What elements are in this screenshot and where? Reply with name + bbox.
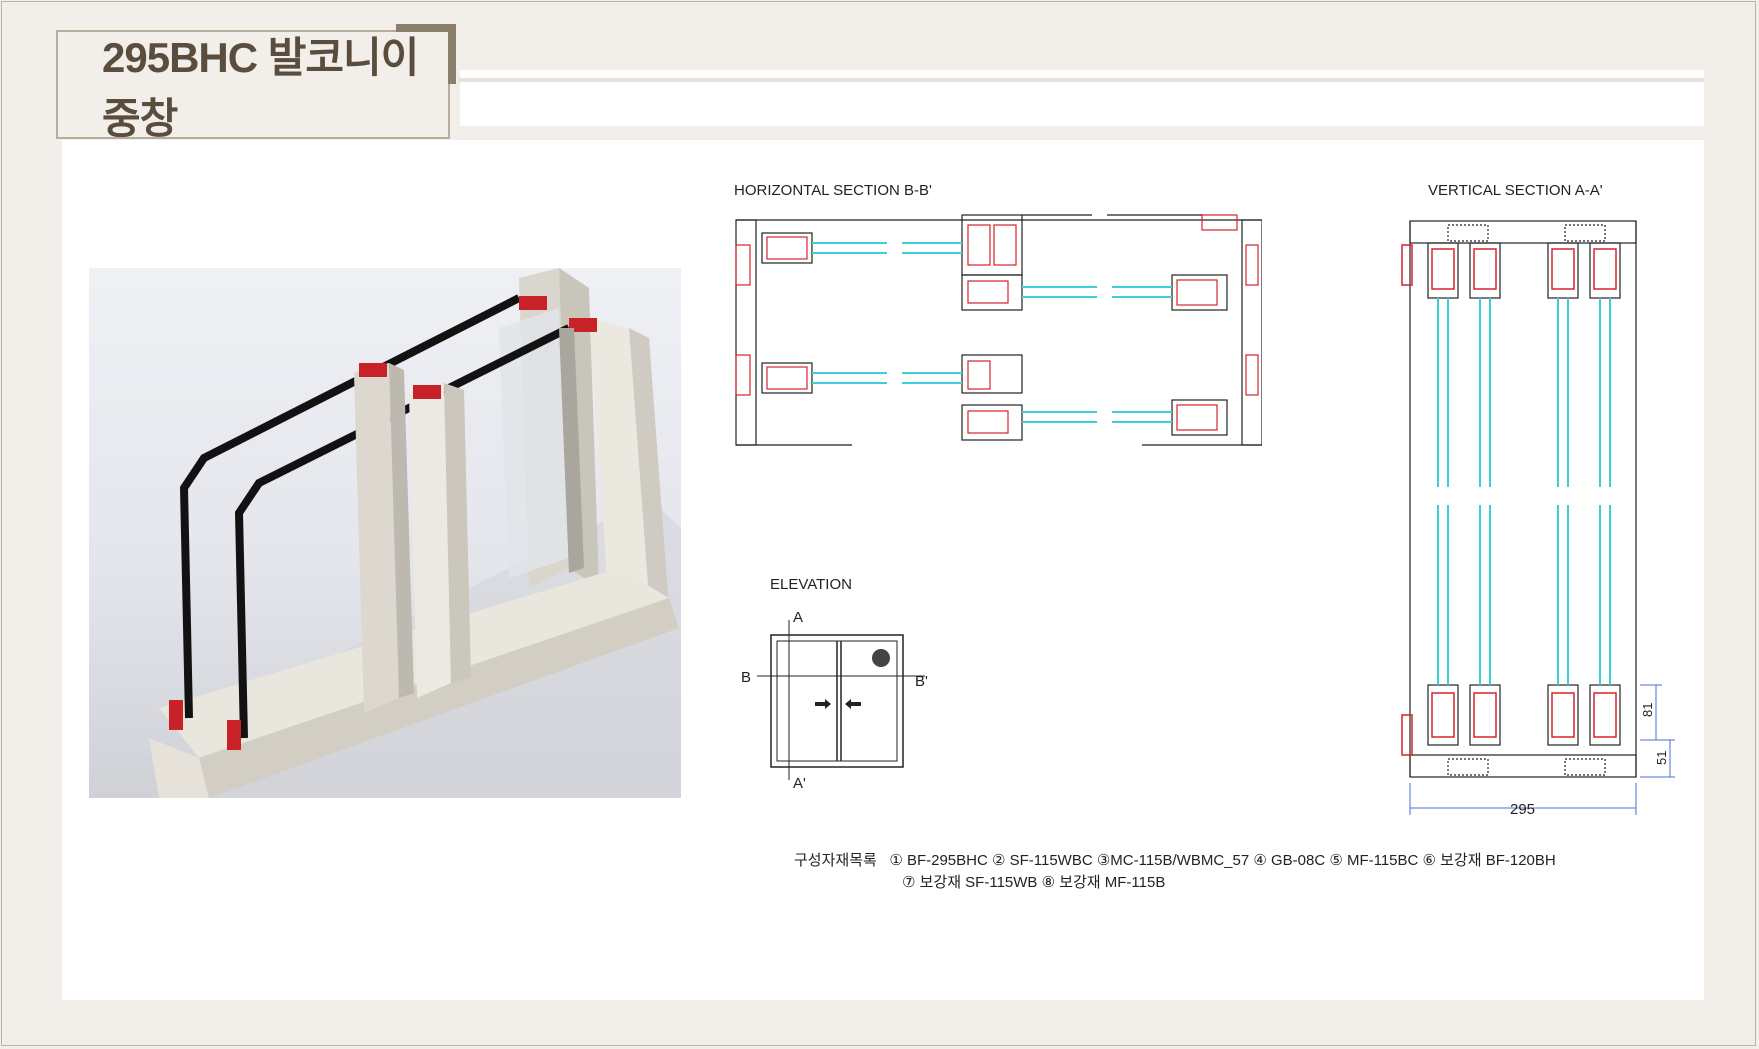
- page-title: 295BHC 발코니이중창: [102, 33, 419, 142]
- product-render: [89, 268, 681, 798]
- vertical-section-title: VERTICAL SECTION A-A': [1428, 182, 1603, 199]
- title-box: 295BHC 발코니이중창: [56, 24, 456, 142]
- elevation-drawing: A A' B B': [741, 609, 928, 792]
- horizontal-section-title: HORIZONTAL SECTION B-B': [734, 182, 932, 199]
- marker-b: B: [741, 669, 751, 686]
- parts-row-1: 구성자재목록 ① BF-295BHC ② SF-115WBC ③MC-115B/…: [794, 850, 1556, 872]
- horizontal-section-drawing: [735, 214, 1262, 446]
- marker-b-prime: B': [915, 673, 928, 690]
- marker-a: A: [793, 609, 803, 626]
- dimension-81: 81: [1640, 703, 1655, 717]
- elevation-title: ELEVATION: [770, 576, 852, 593]
- dimension-width: 295: [1510, 801, 1535, 818]
- window-3d-illustration: [149, 268, 681, 798]
- vertical-section-drawing: 295 81 51: [1401, 220, 1675, 818]
- parts-list-row2: ⑦ 보강재 SF-115WB ⑧ 보강재 MF-115B: [902, 874, 1166, 891]
- dimension-51: 51: [1654, 751, 1669, 765]
- title-divider: [458, 78, 1704, 82]
- parts-list-row1: ① BF-295BHC ② SF-115WBC ③MC-115B/WBMC_57…: [889, 852, 1556, 869]
- parts-list-label: 구성자재목록: [794, 852, 877, 869]
- marker-a-prime: A': [793, 775, 806, 792]
- parts-list: 구성자재목록 ① BF-295BHC ② SF-115WBC ③MC-115B/…: [794, 850, 1556, 894]
